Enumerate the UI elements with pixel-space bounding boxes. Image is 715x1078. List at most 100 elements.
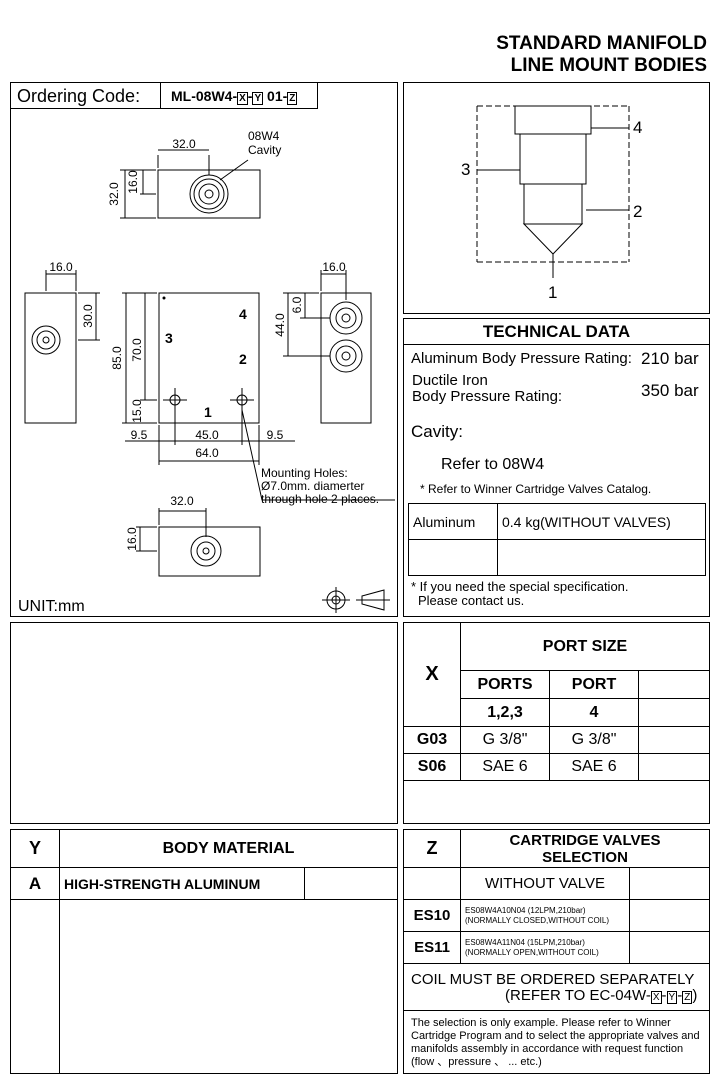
port-size-empty-1 <box>638 670 710 699</box>
dim-70: 70.0 <box>130 338 144 362</box>
port-size-col1: PORTS <box>460 670 550 699</box>
port-size-col2: PORT <box>549 670 639 699</box>
dim-32b: 32.0 <box>107 182 121 206</box>
valves-divider <box>404 1010 709 1011</box>
port-label-4: 4 <box>239 306 247 322</box>
valves-empty-1 <box>629 867 710 900</box>
coil-note-1: COIL MUST BE ORDERED SEPARATELY <box>411 971 695 988</box>
coil-ref-prefix: (REFER TO EC-04W- <box>505 987 651 1004</box>
body-material-name: HIGH-STRENGTH ALUMINUM <box>59 867 305 900</box>
ordering-code-prefix: ML-08W4- <box>171 88 238 104</box>
unit-label: UNIT:mm <box>18 598 85 615</box>
special-note-1: * If you need the special specification. <box>411 579 629 594</box>
port-s06-b: SAE 6 <box>549 753 639 781</box>
dim-32a: 32.0 <box>172 137 196 151</box>
valve-es11-line-1: ES08W4A11N04 (15LPM,210bar) <box>465 937 585 947</box>
body-material-table: Y BODY MATERIAL A HIGH-STRENGTH ALUMINUM <box>10 829 398 900</box>
port-g03-b: G 3/8" <box>549 726 639 754</box>
iron-label-line-1: Ductile Iron <box>412 372 488 389</box>
weight-table: Aluminum 0.4 kg(WITHOUT VALVES) <box>408 503 706 576</box>
ordering-code-label: Ordering Code: <box>11 83 161 109</box>
technical-data-title: TECHNICAL DATA <box>404 319 709 345</box>
weight-empty-1 <box>408 539 498 576</box>
header-line-1: STANDARD MANIFOLD <box>496 33 707 54</box>
iron-label-line-2: Body Pressure Rating: <box>412 388 563 405</box>
port-size-col2-sub: 4 <box>549 698 639 727</box>
coil-note-2: (REFER TO EC-04W-X-Y-Z) <box>505 987 698 1004</box>
body-material-title: BODY MATERIAL <box>59 829 398 868</box>
ordering-code-z: Z <box>287 92 298 105</box>
catalog-note: * Refer to Winner Cartridge Valves Catal… <box>420 482 652 496</box>
dim-6: 6.0 <box>290 296 304 313</box>
port-code-s06: S06 <box>403 753 461 781</box>
iron-pressure-value: 350 bar <box>641 381 699 400</box>
mounting-line-2: Ø7.0mm. diamerter <box>261 479 364 493</box>
body-material-code: A <box>10 867 60 900</box>
valves-empty-2 <box>629 899 710 932</box>
port-g03-empty <box>638 726 710 754</box>
port-s06-empty <box>638 753 710 781</box>
port-label-2: 2 <box>239 351 247 367</box>
dim-64: 64.0 <box>195 446 219 460</box>
valve-es10-line-2: (NORMALLY CLOSED,WITHOUT COIL) <box>465 915 610 925</box>
port-size-empty-2 <box>638 698 710 727</box>
schematic-port-2: 2 <box>633 202 642 221</box>
cavity-reference: Refer to 08W4 <box>441 456 545 473</box>
iron-pressure-label: Ductile Iron Body Pressure Rating: <box>412 373 562 405</box>
dim-9-5b: 9.5 <box>267 428 284 442</box>
valves-empty-3 <box>629 931 710 964</box>
dim-44: 44.0 <box>273 313 287 337</box>
coil-ref-suffix: ) <box>692 987 698 1004</box>
alu-pressure-value: 210 bar <box>641 349 699 368</box>
valve-code-es11: ES11 <box>403 931 461 964</box>
dim-16b: 16.0 <box>49 260 73 274</box>
valve-es11-line-2: (NORMALLY OPEN,WITHOUT COIL) <box>465 947 599 957</box>
technical-data-panel <box>403 318 710 617</box>
mounting-line-3: through hole 2 places. <box>261 492 379 506</box>
port-label-3: 3 <box>165 330 173 346</box>
port-g03-a: G 3/8" <box>460 726 550 754</box>
special-note: * If you need the special specification.… <box>411 580 629 608</box>
dim-16c: 16.0 <box>322 260 346 274</box>
valve-es10-line-1: ES08W4A10N04 (12LPM,210bar) <box>465 905 586 915</box>
mounting-line-1: Mounting Holes: <box>261 466 348 480</box>
port-label-1: 1 <box>204 404 212 420</box>
coil-ref-x: X <box>650 991 662 1004</box>
schematic-panel <box>403 82 710 314</box>
schematic-port-1: 1 <box>548 283 557 302</box>
valves-table: Z CARTRIDGE VALVES SELECTION WITHOUT VAL… <box>403 829 710 964</box>
body-material-y: Y <box>10 829 60 868</box>
coil-ref-z: Z <box>682 991 693 1004</box>
valve-code-es10: ES10 <box>403 899 461 932</box>
header-line-2: LINE MOUNT BODIES <box>510 55 707 76</box>
port-size-col1-sub: 1,2,3 <box>460 698 550 727</box>
alu-pressure-label: Aluminum Body Pressure Rating: <box>411 350 632 367</box>
port-size-title: PORT SIZE <box>460 622 710 671</box>
ordering-code-x: X <box>237 92 248 105</box>
dim-9-5a: 9.5 <box>131 428 148 442</box>
dim-85: 85.0 <box>110 346 124 370</box>
dim-32c: 32.0 <box>170 494 194 508</box>
valve-desc-es10: ES08W4A10N04 (12LPM,210bar) (NORMALLY CL… <box>460 899 630 932</box>
mechanical-drawing: 32.0 32.0 16.0 08W4 Cavity 16.0 30.0 85.… <box>18 129 395 615</box>
ordering-code-mid: 01- <box>267 88 288 104</box>
valves-title: CARTRIDGE VALVES SELECTION <box>460 829 710 868</box>
selection-note: The selection is only example. Please re… <box>411 1017 700 1068</box>
schematic-port-3: 3 <box>461 160 470 179</box>
special-note-2: Please contact us. <box>418 593 525 608</box>
valve-schematic: 4 3 2 1 <box>461 105 642 302</box>
cavity-label: Cavity: <box>411 422 463 441</box>
dim-45: 45.0 <box>195 428 219 442</box>
coil-ref-y: Y <box>666 991 678 1004</box>
dim-30: 30.0 <box>81 304 95 328</box>
ordering-code: ML-08W4-X-Y 01-Z <box>161 83 318 109</box>
weight-material: Aluminum <box>408 503 498 540</box>
valve-desc-es11: ES08W4A11N04 (15LPM,210bar) (NORMALLY OP… <box>460 931 630 964</box>
blank-panel <box>10 622 398 824</box>
dim-16d: 16.0 <box>125 527 139 551</box>
cavity-label-2: Cavity <box>248 143 281 157</box>
port-s06-a: SAE 6 <box>460 753 550 781</box>
port-size-x: X <box>403 622 461 727</box>
header-title: STANDARD MANIFOLD LINE MOUNT BODIES <box>496 33 707 77</box>
port-size-table: X PORT SIZE PORTS PORT 1,2,3 4 G03 G 3/8… <box>403 622 710 781</box>
